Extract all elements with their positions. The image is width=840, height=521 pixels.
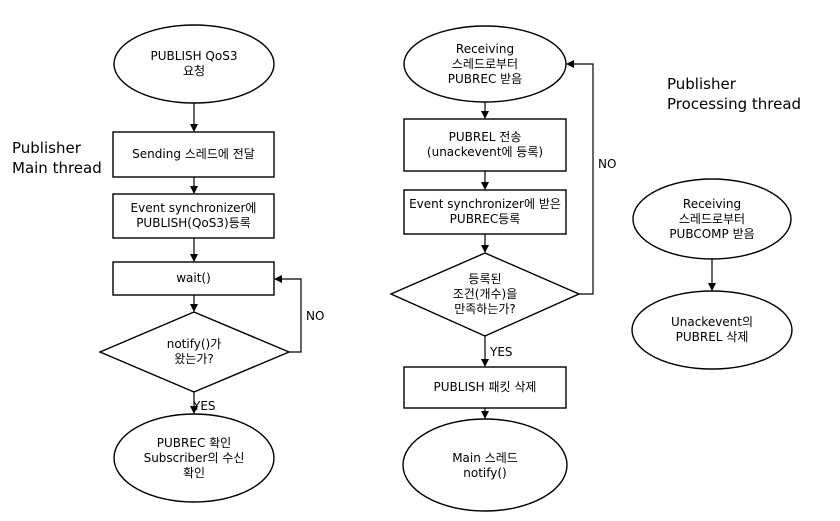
receive-pubrel-box: [403, 118, 567, 172]
receive-end-text: Main 스레드 notify(): [452, 451, 518, 480]
processing-end-ellipse: [631, 290, 793, 370]
publisher-main-thread-label: Publisher Main thread: [12, 139, 102, 177]
receive-end-ellipse: [402, 418, 568, 512]
main-yes-label: YES: [193, 399, 216, 413]
receive-pubrel-text: PUBREL 전송 (unackevent에 등록): [426, 130, 544, 159]
main-decision-text: notify()가 왔는가?: [166, 337, 222, 366]
main-wait-box: [112, 261, 275, 296]
receive-start-text: Receiving 스레드로부터 PUBREC 받음: [447, 41, 523, 86]
main-end-ellipse: [113, 413, 275, 503]
main-end-text: PUBREC 확인 Subscriber의 수신 확인: [143, 435, 245, 480]
main-register-box: [112, 193, 275, 239]
main-send-box: [112, 131, 275, 178]
main-no-label: NO: [306, 309, 325, 323]
arrow-receive-no-loop: [566, 60, 594, 295]
arrow-main-no-loop: [274, 275, 302, 353]
main-wait-text: wait(): [176, 271, 211, 285]
receive-register-box: [403, 189, 567, 235]
processing-end-text: Unackevent의 PUBREL 삭제: [670, 315, 754, 344]
receive-decision-text: 등록된 조건(개수)을 만족하는가?: [452, 271, 518, 316]
receive-yes-label: YES: [490, 345, 513, 359]
main-start-text: PUBLISH QoS3 요청: [150, 49, 238, 78]
processing-start-text: Receiving 스레드로부터 PUBCOMP 받음: [669, 196, 755, 241]
receive-register-text: Event synchronizer에 받은 PUBREC등록: [409, 197, 561, 226]
receive-no-label: NO: [598, 157, 617, 171]
publisher-processing-thread-label: Publisher Processing thread: [667, 75, 802, 113]
main-register-text: Event synchronizer에 PUBLISH(QoS3)등록: [130, 201, 257, 230]
main-send-text: Sending 스레드에 전달: [132, 147, 255, 161]
receive-delete-text: PUBLISH 패킷 삭제: [433, 380, 537, 394]
